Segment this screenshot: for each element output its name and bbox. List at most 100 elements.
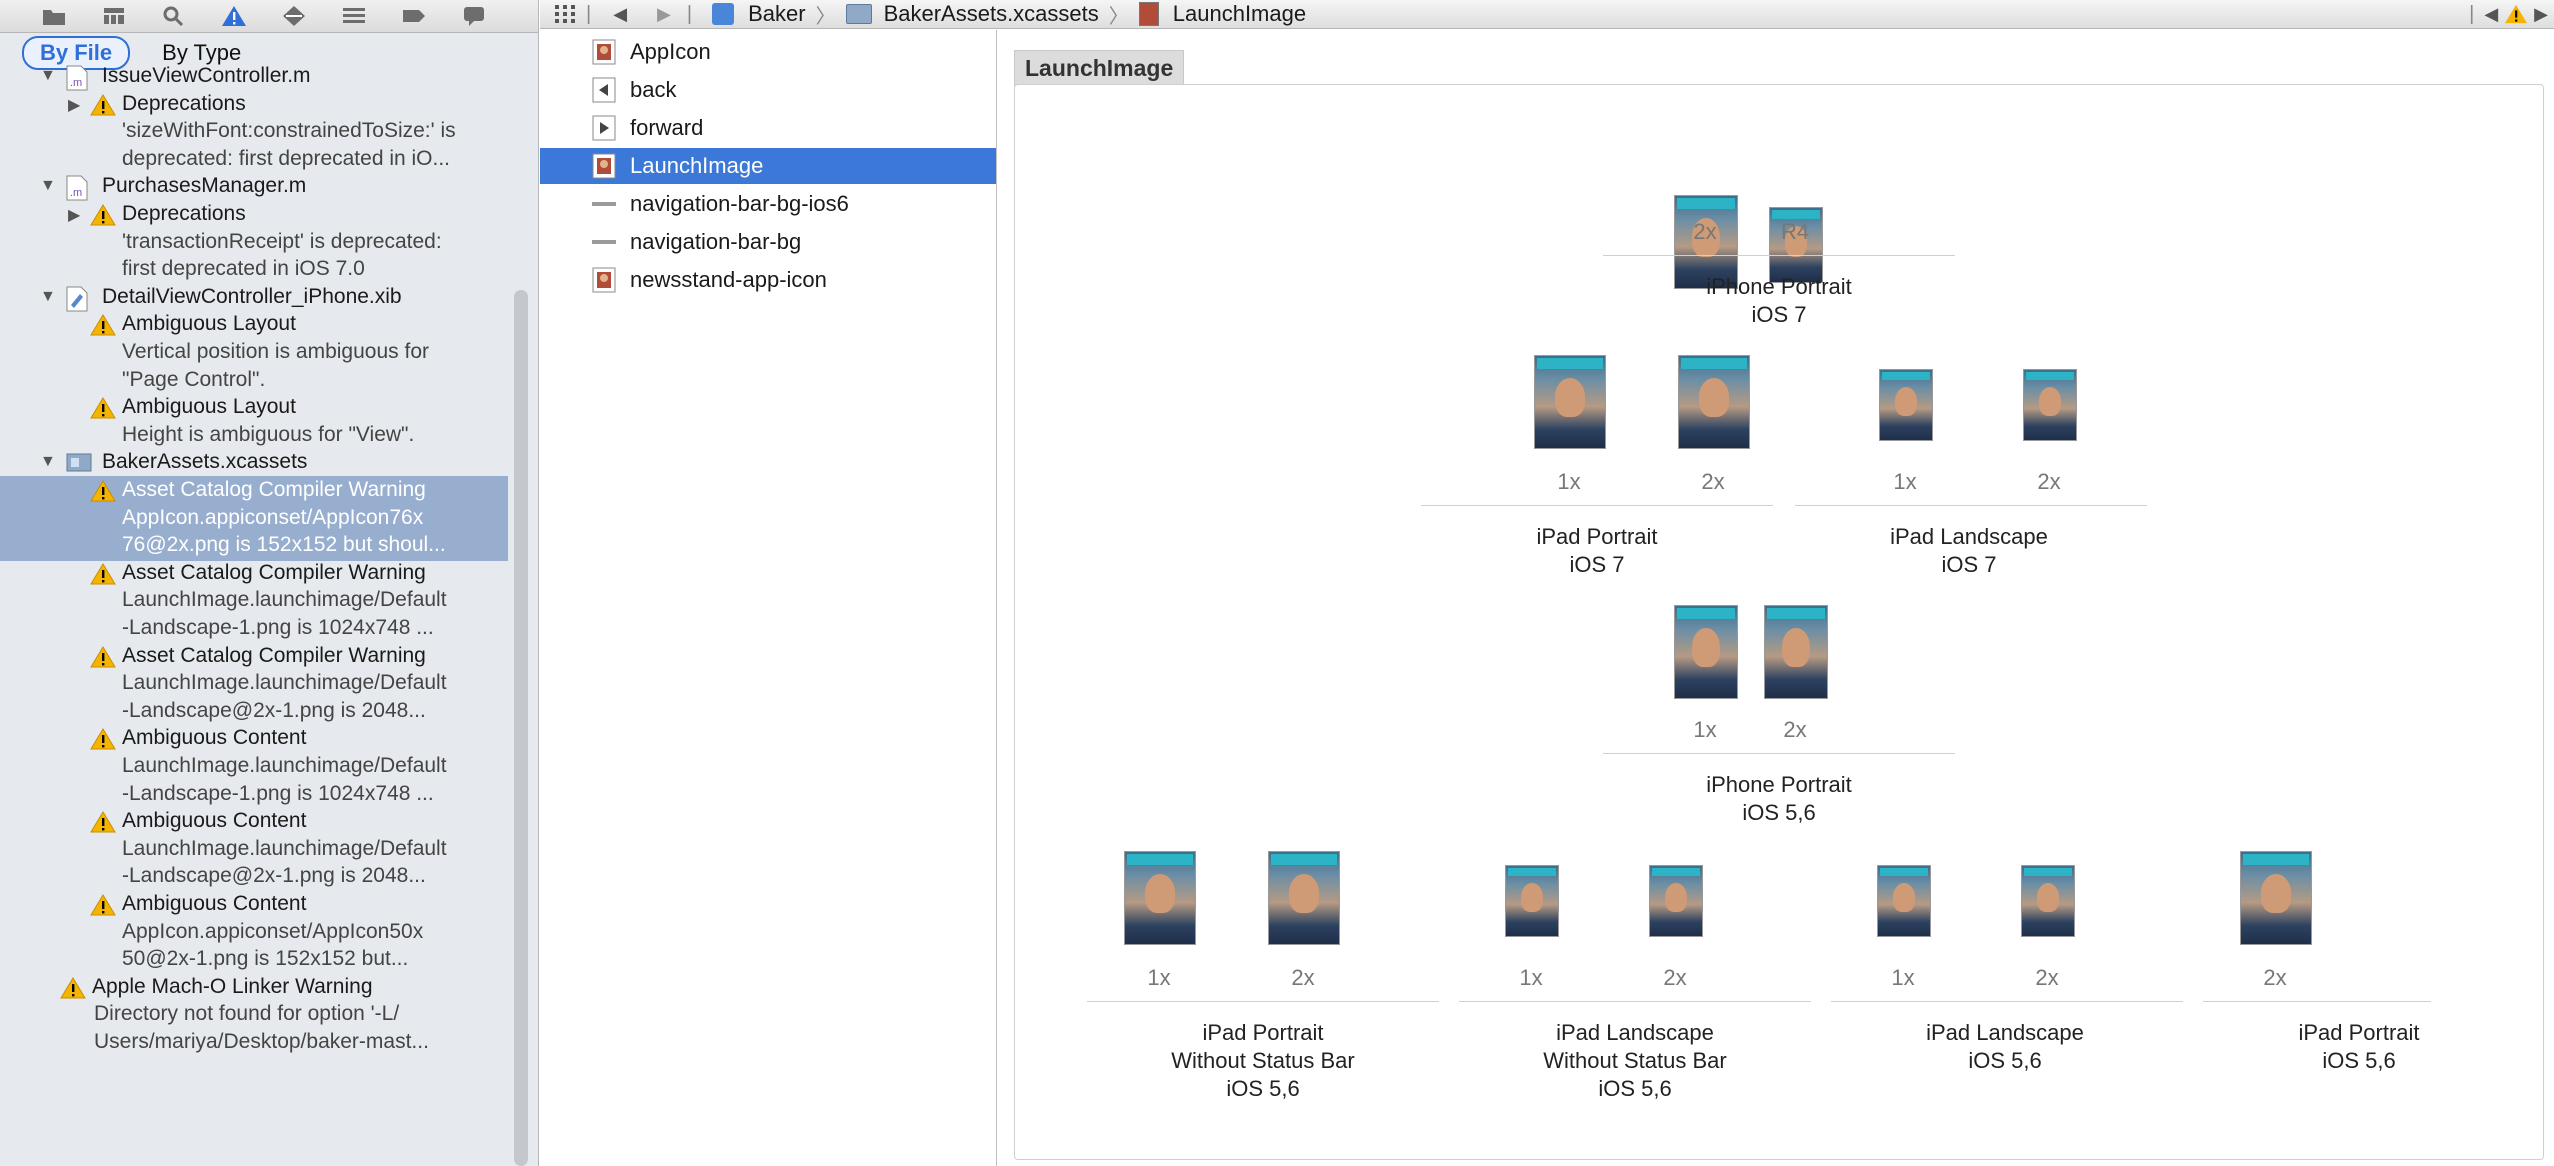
disclosure-triangle-icon[interactable]: ▼ (40, 453, 56, 471)
launch-image-thumbnail[interactable] (2021, 865, 2075, 937)
issue-detail-line: Directory not found for option '-L/ (0, 1000, 508, 1030)
debug-navigator-icon[interactable] (340, 4, 368, 28)
launch-image-thumbnail[interactable] (1534, 355, 1606, 449)
launch-image-thumbnail[interactable] (1769, 207, 1823, 283)
issue-row[interactable]: Ambiguous Content (0, 724, 508, 754)
related-items-icon[interactable] (554, 4, 576, 24)
issue-row[interactable]: ▶Deprecations (0, 90, 508, 120)
back-nav-button[interactable]: ◀ (613, 3, 628, 24)
issue-detail-text: -Landscape-1.png is 1024x748 ... (122, 781, 434, 805)
image-set-icon (592, 267, 616, 293)
launch-image-thumbnail[interactable] (1649, 865, 1703, 937)
log-navigator-icon[interactable] (460, 4, 488, 28)
issue-detail-line: Vertical position is ambiguous for (0, 338, 508, 368)
warning-icon (90, 204, 116, 228)
issue-file-row[interactable]: ▼DetailViewController_iPhone.xib (0, 283, 508, 313)
status-bar-note: Without Status Bar (1543, 1048, 1727, 1073)
by-type-tab[interactable]: By Type (162, 40, 242, 65)
launch-image-thumbnail[interactable] (2023, 369, 2077, 441)
next-issue-button[interactable]: ▶ (2534, 3, 2548, 24)
launchimage-crumb[interactable]: LaunchImage (1138, 1, 1306, 27)
issue-detail-line: "Page Control". (0, 366, 508, 396)
catalog-crumb[interactable]: BakerAssets.xcassets (845, 1, 1099, 27)
warning-icon (90, 314, 116, 338)
launch-image-thumbnail[interactable] (1877, 865, 1931, 937)
issue-detail-text: Directory not found for option '-L/ (94, 1002, 400, 1026)
warning-icon[interactable] (2504, 4, 2528, 24)
disclosure-triangle-icon[interactable]: ▶ (68, 96, 81, 114)
issue-row[interactable]: ▶Deprecations (0, 200, 508, 230)
warning-icon (90, 93, 116, 118)
test-navigator-icon[interactable] (280, 4, 308, 28)
search-icon[interactable] (160, 4, 188, 28)
warning-icon (90, 645, 116, 670)
issue-detail-text: LaunchImage.launchimage/Default (122, 671, 447, 695)
image-set-icon (592, 153, 616, 179)
launch-image-thumbnail[interactable] (1674, 195, 1738, 289)
folder-icon[interactable] (40, 4, 68, 28)
asset-item-appicon[interactable]: AppIcon (540, 34, 996, 70)
issue-row[interactable]: Asset Catalog Compiler Warning (0, 642, 508, 672)
asset-item-forward[interactable]: forward (540, 110, 996, 146)
issue-label: Ambiguous Content (122, 726, 307, 750)
symbol-navigator-icon[interactable] (100, 4, 128, 28)
issue-row[interactable]: Ambiguous Layout (0, 393, 508, 423)
asset-item-newsstand-app-icon[interactable]: newsstand-app-icon (540, 262, 996, 298)
issue-row[interactable]: Asset Catalog Compiler Warning (0, 476, 508, 506)
os-version: iOS 5,6 (1968, 1048, 2042, 1073)
issue-label: Ambiguous Content (122, 892, 307, 915)
issue-detail-line: -Landscape@2x-1.png is 2048... (0, 697, 508, 727)
launch-image-thumbnail[interactable] (1674, 605, 1738, 699)
os-version: iOS 5,6 (1226, 1076, 1300, 1101)
scale-label: 2x (2263, 965, 2287, 990)
issue-row[interactable]: Apple Mach-O Linker Warning (0, 973, 508, 1003)
launch-image-thumbnail[interactable] (1678, 355, 1750, 449)
warning-icon (90, 811, 116, 835)
issue-row[interactable]: Ambiguous Content (0, 807, 508, 837)
launch-image-thumbnail[interactable] (1268, 851, 1340, 945)
image-set-title: LaunchImage (1014, 50, 1185, 86)
issue-detail-text: Height is ambiguous for "View". (122, 422, 415, 446)
launch-image-thumbnail[interactable] (1879, 369, 1933, 441)
issue-detail-line: -Landscape-1.png is 1024x748 ... (0, 780, 508, 810)
device-name: iPhone Portrait (1706, 772, 1852, 797)
disclosure-triangle-icon[interactable]: ▼ (40, 67, 56, 84)
launch-image-thumbnail[interactable] (1124, 851, 1196, 945)
asset-item-launchimage[interactable]: LaunchImage (540, 148, 996, 184)
issue-row[interactable]: Asset Catalog Compiler Warning (0, 559, 508, 589)
breakpoint-icon[interactable] (400, 4, 428, 28)
scale-label: 2x (1693, 219, 1717, 244)
disclosure-triangle-icon[interactable]: ▶ (68, 207, 81, 224)
issue-file-row[interactable]: ▼BakerAssets.xcassets (0, 448, 508, 478)
disclosure-triangle-icon[interactable]: ▼ (40, 287, 56, 305)
issue-warning-icon[interactable] (220, 4, 248, 28)
os-version: iOS 5,6 (1598, 1076, 1672, 1101)
device-name: iPad Landscape (1556, 1020, 1714, 1045)
launch-image-thumbnail[interactable] (2240, 851, 2312, 945)
asset-item-navigation-bar-bg[interactable]: navigation-bar-bg (540, 224, 996, 260)
issue-row[interactable]: Ambiguous Content (0, 890, 508, 920)
disclosure-triangle-icon[interactable]: ▼ (40, 177, 56, 195)
issue-row[interactable]: Ambiguous Layout (0, 310, 508, 340)
forward-nav-button[interactable]: ▶ (657, 3, 671, 24)
chevron-right-icon: 〉 (815, 5, 836, 28)
group-divider (1603, 753, 1955, 754)
launch-image-thumbnail[interactable] (1505, 865, 1559, 937)
scale-label: 1x (1693, 717, 1717, 742)
group-divider (1795, 505, 2147, 506)
launch-image-thumbnail[interactable] (1764, 605, 1828, 699)
issue-list-scrollbar[interactable] (514, 290, 528, 1166)
issue-detail-text: LaunchImage.launchimage/Default (122, 754, 447, 777)
image-set-icon (592, 39, 616, 65)
project-crumb[interactable]: Baker (712, 1, 806, 27)
asset-item-navigation-bar-bg-ios6[interactable]: navigation-bar-bg-ios6 (540, 186, 996, 222)
previous-issue-button[interactable]: ◀ (2484, 3, 2499, 24)
os-version: iOS 5,6 (2322, 1048, 2396, 1073)
asset-item-back[interactable]: back (540, 72, 996, 108)
